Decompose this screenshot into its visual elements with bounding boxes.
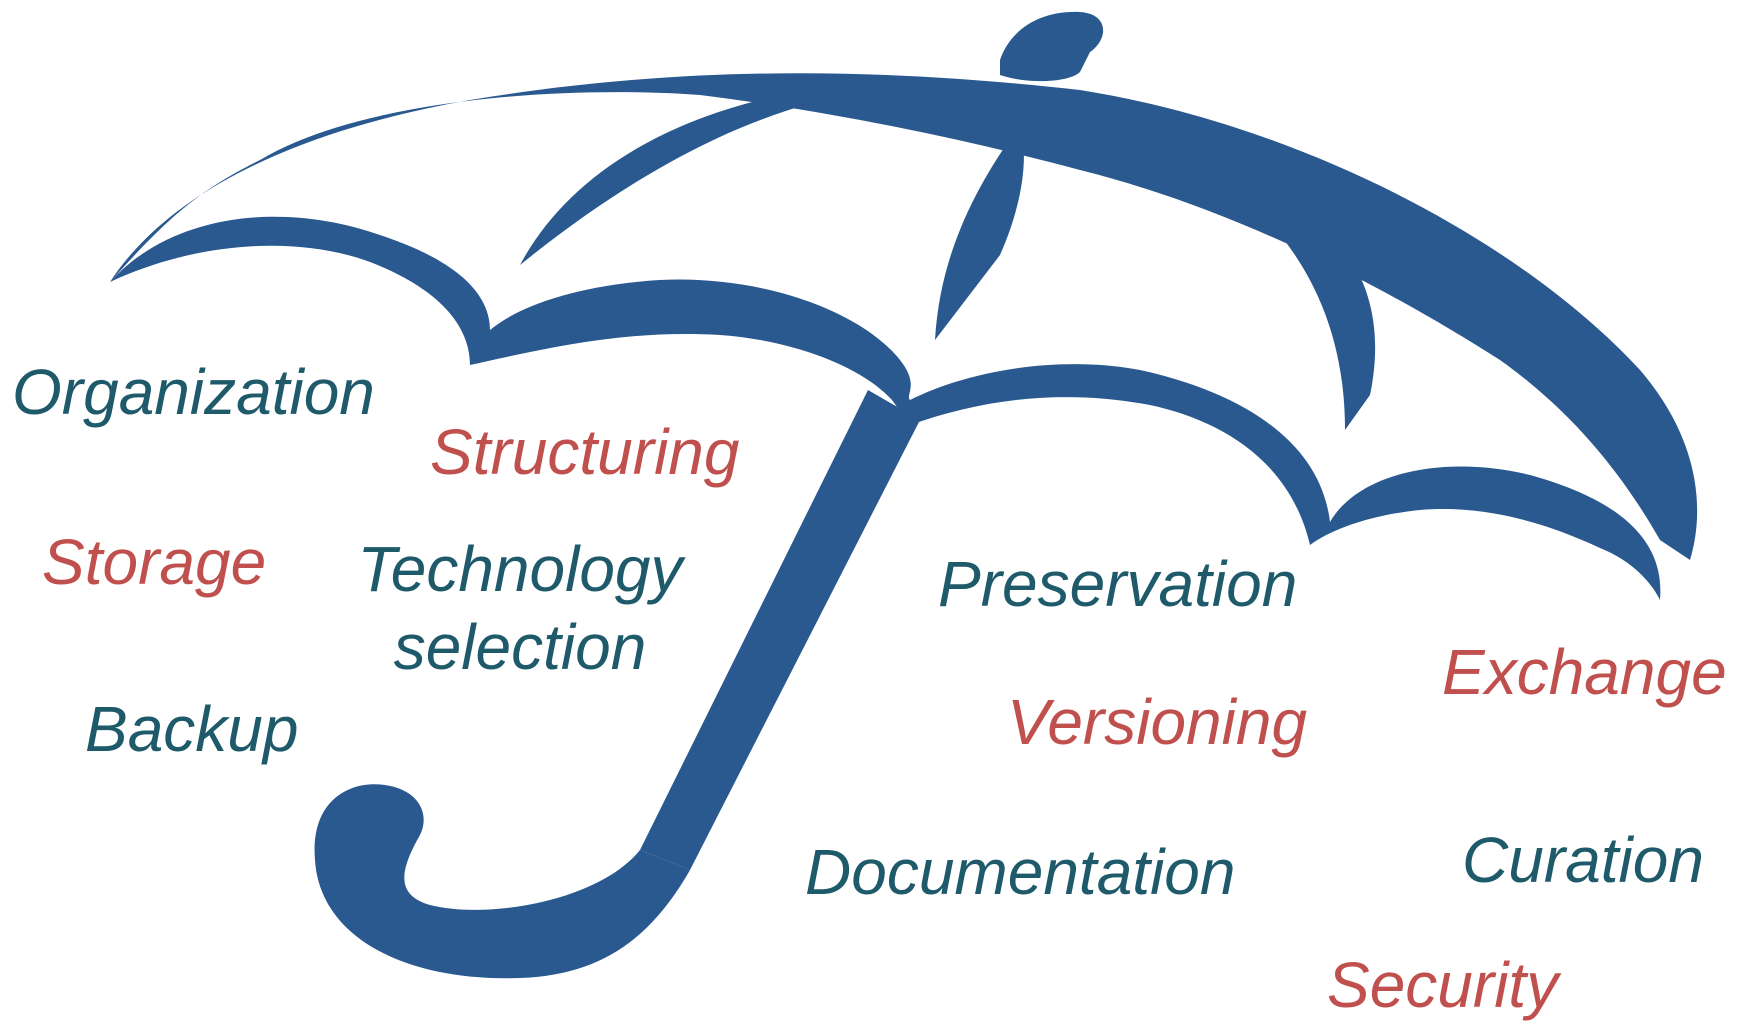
term-technology-line2: selection [393, 611, 647, 683]
umbrella-shaft [640, 390, 920, 870]
term-storage: Storage [42, 526, 267, 598]
term-technology-selection: Technology selection [355, 530, 685, 686]
term-technology-line1: Technology [357, 533, 683, 605]
umbrella-rib-2 [935, 125, 1024, 340]
umbrella-canopy-rim [110, 73, 1698, 560]
umbrella-handle [314, 784, 690, 979]
term-structuring: Structuring [430, 416, 740, 488]
umbrella-rib-3 [1225, 180, 1376, 430]
umbrella-rib-1 [520, 92, 860, 265]
term-documentation: Documentation [805, 836, 1236, 908]
term-preservation: Preservation [938, 548, 1298, 620]
term-curation: Curation [1462, 824, 1704, 896]
umbrella-tip [1000, 11, 1104, 82]
term-security: Security [1327, 949, 1559, 1021]
term-backup: Backup [85, 693, 299, 765]
term-exchange: Exchange [1442, 636, 1727, 708]
term-organization: Organization [12, 356, 375, 428]
term-versioning: Versioning [1007, 686, 1308, 758]
